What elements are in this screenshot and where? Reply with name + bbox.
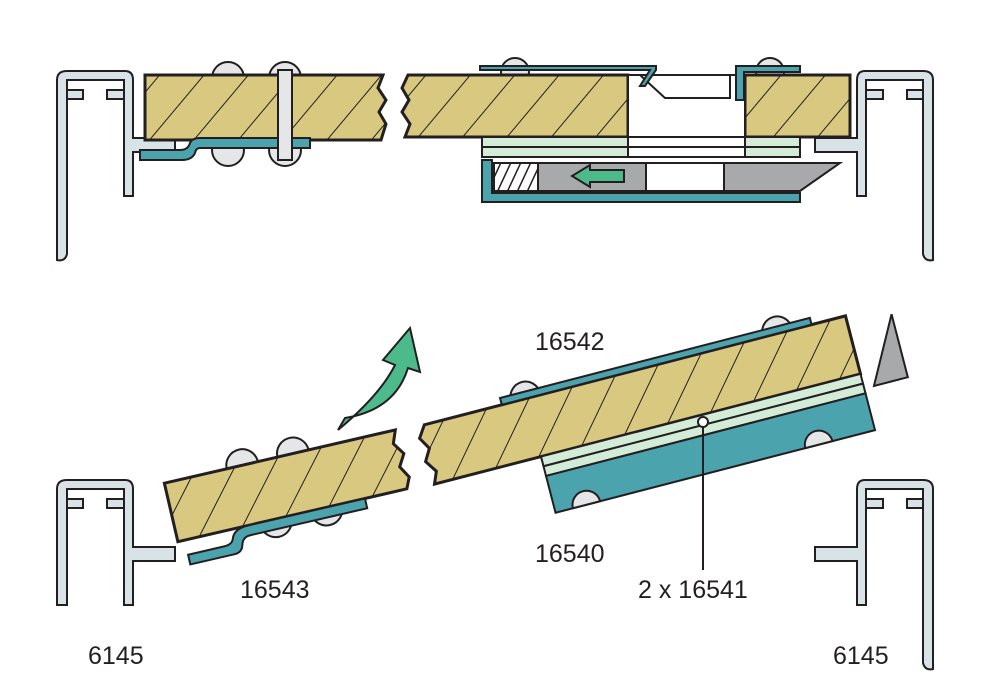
top-closed-assembly bbox=[56, 57, 934, 262]
label-6145-left: 6145 bbox=[88, 642, 144, 670]
label-16540: 16540 bbox=[535, 540, 605, 568]
rivet-pin-top bbox=[277, 69, 293, 161]
label-16542: 16542 bbox=[535, 328, 605, 356]
slider-latch-tip bbox=[723, 162, 844, 192]
slider-gap bbox=[645, 162, 725, 192]
wood-panel-top-left bbox=[143, 73, 388, 142]
label-16541: 2 x 16541 bbox=[638, 576, 748, 604]
plate-16542-top-b bbox=[735, 65, 801, 101]
wood-panel-top-right-a bbox=[400, 73, 630, 139]
hinge-strip-16543-bottom bbox=[186, 497, 369, 566]
profile-6145-bottom-right bbox=[814, 479, 934, 671]
right-panel-rotated bbox=[417, 314, 910, 514]
wood-panel-bottom-right bbox=[417, 314, 863, 487]
left-panel-rotated bbox=[162, 427, 411, 566]
channel-16540-top bbox=[481, 159, 801, 203]
bottom-open-assembly bbox=[56, 314, 934, 671]
latch-tip-bottom bbox=[872, 314, 910, 388]
plate-16542-top bbox=[479, 65, 657, 87]
profile-6145-bottom-left bbox=[56, 479, 176, 606]
plate-16542-bottom bbox=[498, 316, 813, 406]
slide-direction-arrow bbox=[570, 163, 625, 189]
lift-direction-arrow bbox=[337, 325, 422, 431]
leader-point bbox=[697, 416, 709, 428]
spacer-strips-16541-top bbox=[481, 136, 801, 158]
wood-panel-top-right-b bbox=[743, 73, 852, 139]
spring bbox=[493, 162, 539, 192]
label-6145-right: 6145 bbox=[833, 642, 889, 670]
hinge-strip-16543-top bbox=[139, 137, 311, 161]
channel-16540-bottom bbox=[544, 392, 877, 514]
label-16543: 16543 bbox=[240, 576, 310, 604]
